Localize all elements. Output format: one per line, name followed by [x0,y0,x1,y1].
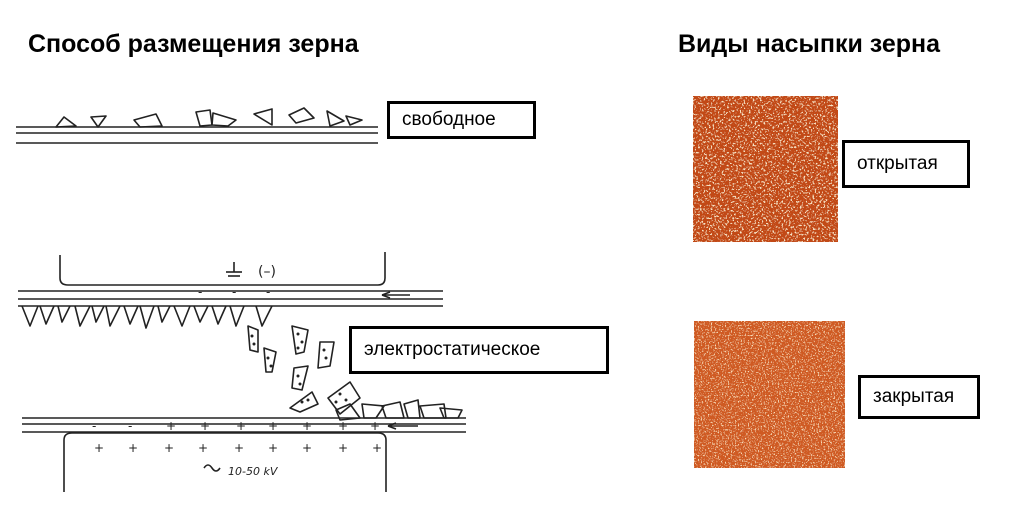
svg-text:+: + [370,419,380,433]
voltage-text: 10-50 kV [228,465,279,478]
svg-text:+: + [268,441,278,455]
svg-text:-: - [266,285,270,299]
grain-dots [250,332,348,404]
svg-text:+: + [200,419,210,433]
svg-text:+: + [94,441,104,455]
ground-sign-text: (–) [258,264,276,280]
svg-text:-: - [128,419,132,433]
svg-text:+: + [302,441,312,455]
svg-text:+: + [268,419,278,433]
svg-text:+: + [128,441,138,455]
free-label: свободное [387,101,536,139]
coating-title: Виды насыпки зерна [678,30,941,58]
svg-text:+: + [236,419,246,433]
open-label: открытая [842,140,970,188]
svg-text:+: + [234,441,244,455]
free-method-sketch [16,107,378,144]
svg-text:+: + [164,441,174,455]
svg-text:-: - [198,285,202,299]
svg-text:-: - [92,419,96,433]
svg-text:+: + [372,441,382,455]
charge-signs: - - + + + + + + + + + + + + + + + + - - - [92,285,382,455]
electrostatic-label: электростатическое [349,326,609,374]
electrostatic-method-sketch [18,252,466,492]
svg-text:+: + [302,419,312,433]
svg-text:+: + [338,441,348,455]
closed-coat-swatch [694,321,845,468]
svg-text:+: + [166,419,176,433]
svg-text:+: + [198,441,208,455]
open-coat-swatch [693,96,838,242]
closed-label: закрытая [858,375,980,419]
svg-text:-: - [232,285,236,299]
svg-text:+: + [338,419,348,433]
placement-title: Способ размещения зерна [28,30,359,58]
